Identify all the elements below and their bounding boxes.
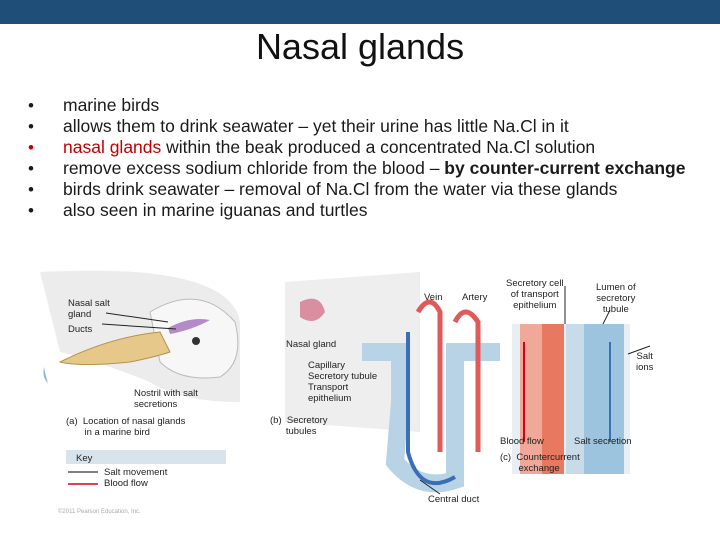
nasal-gland-figure: Nasal salt gland Ducts Nostril with salt… <box>0 262 720 540</box>
label-salt-movement: Salt movement <box>104 467 168 478</box>
label-secretory-cell: Secretory cell of transport epithelium <box>506 278 564 311</box>
vein-line <box>406 332 456 486</box>
bird-eye-icon <box>192 337 200 345</box>
label-artery: Artery <box>462 292 488 303</box>
highlight-term: nasal glands <box>63 137 162 157</box>
epithelium-column <box>566 324 584 474</box>
salt-droplet-icon <box>43 367 48 383</box>
label-lumen: Lumen of secretory tubule <box>596 282 636 315</box>
bullet-dot-icon: • <box>28 159 34 178</box>
blood-column-left <box>520 324 542 474</box>
bullet-item: •remove excess sodium chloride from the … <box>28 158 686 179</box>
bird-beak-shape <box>58 331 171 365</box>
copyright-text: ©2011 Pearson Education, Inc. <box>58 509 141 515</box>
gland-leader-line <box>105 312 169 323</box>
blood-column-right <box>542 324 564 474</box>
salt-gland-shape <box>168 319 210 334</box>
gland-section-icon <box>300 298 325 321</box>
label-ducts: Ducts <box>68 324 93 335</box>
label-vein: Vein <box>424 292 443 303</box>
blood-vessel-lines <box>415 299 481 452</box>
label-central-duct: Central duct <box>428 494 480 505</box>
lumen-column <box>584 324 624 474</box>
lumen-leader <box>602 309 611 325</box>
bullet-item: •nasal glands within the beak produced a… <box>28 137 596 158</box>
bullet-dot-icon: • <box>28 138 34 157</box>
label-key: Key <box>76 453 93 464</box>
label-salt-secretion: Salt secretion <box>574 436 632 447</box>
bullet-item: •marine birds <box>28 95 160 116</box>
bullet-dot-icon: • <box>28 180 34 199</box>
bullet-dot-icon: • <box>28 96 34 115</box>
caption-c: (c) Countercurrent exchange <box>500 452 580 474</box>
salt-ions-leader <box>627 345 651 355</box>
label-blood-flow-key: Blood flow <box>104 478 148 489</box>
caption-a: (a) Location of nasal glands in a marine… <box>66 416 186 438</box>
caption-b: (b) Secretory tubules <box>270 415 328 437</box>
label-salt-ions: Salt ions <box>636 351 654 373</box>
tubule-body <box>362 343 500 493</box>
emphasis-text: by counter-current exchange <box>444 158 686 178</box>
bullet-dot-icon: • <box>28 117 34 136</box>
label-nasal-gland: Nasal gland <box>286 339 337 350</box>
bullet-item: •also seen in marine iguanas and turtles <box>28 200 368 221</box>
central-duct-leader <box>419 479 441 495</box>
label-nostril: Nostril with salt secretions <box>134 388 198 410</box>
label-nasal-salt-gland: Nasal salt gland <box>68 298 110 320</box>
header-bar <box>0 0 720 24</box>
bullet-dot-icon: • <box>28 201 34 220</box>
key-box <box>66 450 226 464</box>
slide-title: Nasal glands <box>255 26 465 67</box>
bullet-item: •birds drink seawater – removal of Na.Cl… <box>28 179 618 200</box>
label-capillary: Capillary Secretory tubule Transport epi… <box>308 360 378 404</box>
bullet-list: •marine birds •allows them to drink seaw… <box>28 96 708 222</box>
bullet-item: •allows them to drink seawater – yet the… <box>28 116 569 137</box>
label-blood-flow: Blood flow <box>500 436 544 447</box>
figure-illustration <box>40 270 651 495</box>
ducts-leader-line <box>101 323 177 330</box>
